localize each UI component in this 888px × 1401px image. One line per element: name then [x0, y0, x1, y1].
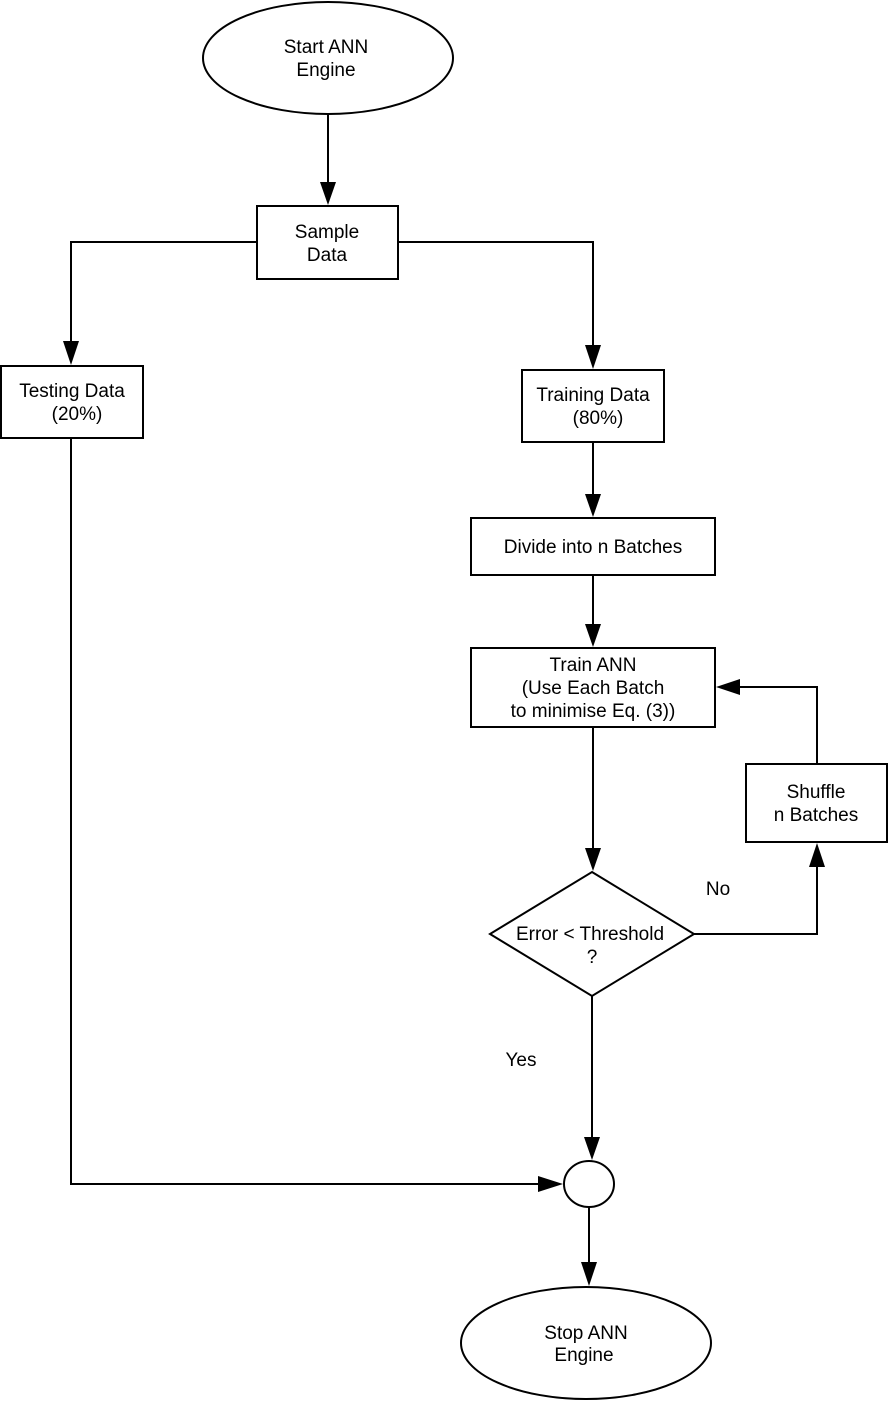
training-data-label-2: (80%) — [573, 408, 624, 429]
edge-junction-to-stop — [581, 1207, 597, 1286]
edge-shuffle-to-train — [716, 679, 818, 764]
start-node: Start ANN Engine — [202, 1, 454, 115]
testing-data-label-1: Testing Data — [19, 381, 125, 402]
edge-decision-yes-to-junction — [584, 996, 600, 1160]
edge-testing-to-junction — [70, 438, 563, 1192]
sample-data-label-1: Sample — [295, 222, 359, 243]
train-ann-label-2: (Use Each Batch — [522, 678, 665, 699]
stop-node: Stop ANN Engine — [460, 1286, 712, 1400]
junction-node — [563, 1160, 615, 1208]
decision-node: Error < Threshold ? — [488, 870, 696, 998]
stop-node-label-1: Stop ANN — [544, 1323, 627, 1344]
train-ann-label-3: to minimise Eq. (3)) — [511, 701, 676, 722]
edge-divide-to-train — [585, 575, 601, 647]
shuffle-batches-node: Shuffle n Batches — [745, 763, 888, 843]
edge-decision-no-to-shuffle — [694, 843, 825, 935]
decision-label-1: Error < Threshold — [516, 924, 664, 945]
stop-node-label-2: Engine — [554, 1345, 613, 1366]
edge-train-to-decision — [585, 728, 601, 871]
training-data-label-1: Training Data — [536, 385, 650, 406]
edge-label-yes: Yes — [506, 1050, 537, 1071]
edge-training-to-divide — [585, 442, 601, 517]
shuffle-batches-label-1: Shuffle — [787, 782, 846, 803]
train-ann-label-1: Train ANN — [550, 655, 637, 676]
start-node-label-1: Start ANN — [284, 37, 368, 58]
edge-start-to-sample — [320, 114, 336, 205]
train-ann-node: Train ANN (Use Each Batch to minimise Eq… — [470, 647, 716, 728]
edge-sample-to-testing — [63, 241, 257, 365]
training-data-node: Training Data (80%) — [521, 369, 665, 443]
edge-label-no: No — [706, 879, 730, 900]
divide-batches-label: Divide into n Batches — [504, 537, 683, 558]
decision-label-2: ? — [587, 947, 598, 968]
shuffle-batches-label-2: n Batches — [774, 805, 859, 826]
testing-data-label-2: (20%) — [52, 404, 103, 425]
sample-data-label-2: Data — [307, 245, 348, 266]
edge-sample-to-training — [398, 241, 601, 369]
divide-batches-node: Divide into n Batches — [470, 517, 716, 576]
testing-data-node: Testing Data (20%) — [0, 365, 144, 439]
start-node-label-2: Engine — [296, 60, 355, 81]
sample-data-node: Sample Data — [256, 205, 399, 280]
